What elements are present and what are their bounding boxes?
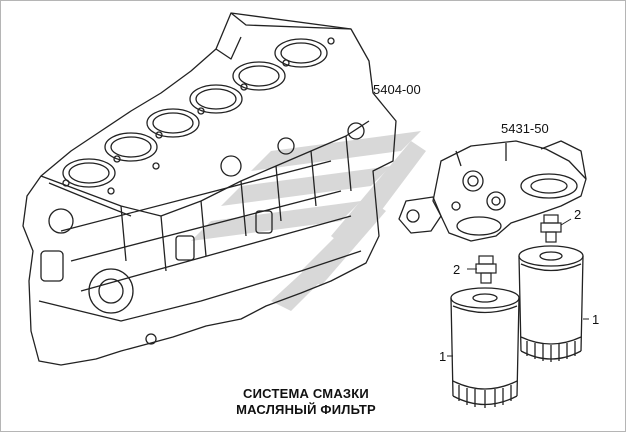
filter-cartridge-left [450,287,520,408]
fitting-right [540,214,562,243]
fitting-right-callout: 2 [574,207,582,222]
fitting-left-callout: 2 [453,262,461,277]
housing-part-number: 5431-50 [501,121,549,136]
engine-block [22,12,397,366]
filter-housing [398,140,587,242]
caption-line2: МАСЛЯНЫЙ ФИЛЬТР [236,402,376,417]
leader-lines [447,218,589,357]
filter-cartridge-right [518,245,584,362]
fitting-left [475,255,497,284]
filter-left-callout: 1 [439,349,447,364]
caption-line1: СИСТЕМА СМАЗКИ [243,386,369,401]
filter-right-callout: 1 [592,312,600,327]
block-part-number: 5404-00 [373,82,421,97]
